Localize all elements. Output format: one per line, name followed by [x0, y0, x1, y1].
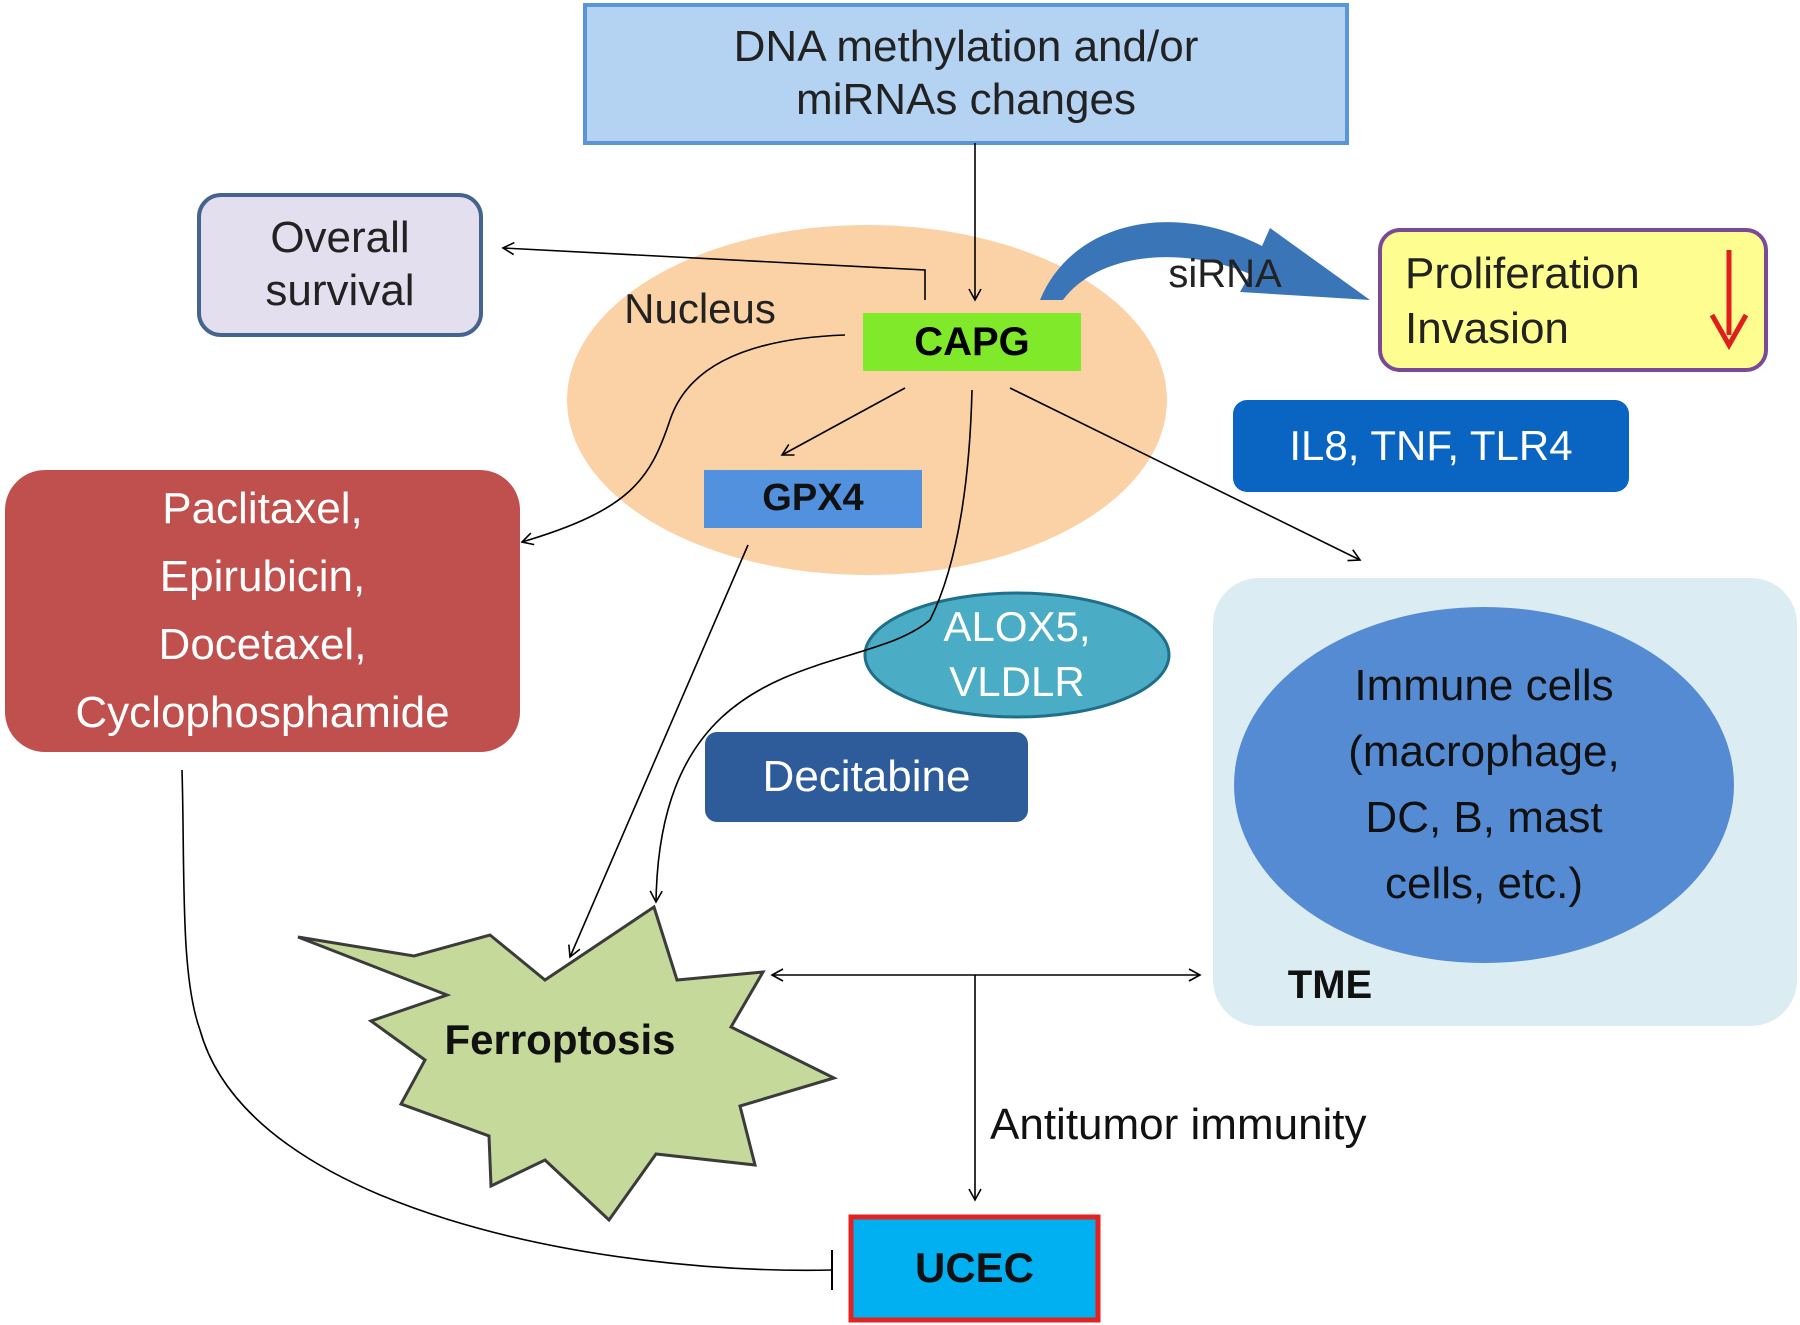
arrow-capg-to-gpx4 [780, 387, 906, 456]
methylation-line2: miRNAs changes [796, 75, 1136, 124]
nucleus-label: Nucleus [624, 284, 776, 332]
alox5-line2: VLDLR [949, 658, 1085, 705]
decitabine-label: Decitabine [762, 751, 971, 801]
il8-label: IL8, TNF, TLR4 [1289, 421, 1573, 469]
drugs-box [5, 470, 520, 752]
il8-box [1233, 400, 1629, 492]
methylation-line1: DNA methylation and/or [733, 22, 1199, 72]
immune-line4: cells, etc.) [1384, 859, 1584, 908]
gpx4-box [704, 470, 922, 528]
sirna-label: siRNA [1168, 252, 1282, 296]
alox5-line1: ALOX5, [943, 603, 1091, 651]
arrow-capg-to-tme [1009, 387, 1362, 562]
immune-line1: Immune cells [1354, 661, 1614, 710]
capg-box [863, 313, 1081, 371]
overall-survival-box [197, 193, 483, 337]
proliferation-box [1378, 228, 1768, 372]
alox5-ellipse [863, 591, 1171, 719]
immune-cells-label: Immune cells (macrophage, DC, B, mast ce… [1234, 640, 1734, 930]
inhibition-drugs-to-ucec [181, 769, 833, 1272]
survival-line2: survival [265, 266, 415, 315]
proliferation-line2: Invasion [1405, 303, 1569, 353]
antitumor-immunity-label: Antitumor immunity [990, 1099, 1367, 1149]
immune-cells-ellipse [1234, 607, 1734, 963]
methylation-box [583, 3, 1349, 145]
arrow-capg-to-survival [501, 241, 926, 300]
ferroptosis-star [297, 904, 839, 1223]
proliferation-label: Proliferation Invasion [1405, 238, 1705, 363]
ucec-label: UCEC [914, 1244, 1034, 1292]
arrow-capg-to-ferroptosis [649, 389, 973, 904]
gpx4-label: GPX4 [762, 477, 864, 520]
arrow-gpx4-to-ferroptosis [568, 544, 749, 959]
drug-paclitaxel: Paclitaxel, [162, 483, 363, 533]
arrow-capg-to-drugs [520, 334, 846, 546]
immune-line2: (macrophage, [1348, 727, 1620, 776]
drug-epirubicin: Epirubicin, [159, 551, 366, 601]
down-arrow-icon [1709, 313, 1749, 351]
sirna-curved-arrow [1040, 222, 1370, 300]
ucec-box [848, 1214, 1101, 1323]
drug-docetaxel: Docetaxel, [158, 620, 367, 669]
overall-survival-label: Overall survival [199, 195, 481, 335]
ferroptosis-label: Ferroptosis [444, 1015, 676, 1063]
survival-line1: Overall [270, 213, 410, 263]
methylation-label: DNA methylation and/or miRNAs changes [585, 5, 1347, 143]
immune-line3: DC, B, mast [1365, 793, 1603, 842]
proliferation-line1: Proliferation [1405, 248, 1640, 298]
decitabine-box [705, 732, 1028, 822]
alox5-label: ALOX5, VLDLR [865, 593, 1169, 717]
drugs-label: Paclitaxel, Epirubicin, Docetaxel, Cyclo… [5, 470, 520, 752]
tme-label: TME [1287, 963, 1373, 1007]
capg-label: CAPG [914, 320, 1030, 364]
drug-cyclophosphamide: Cyclophosphamide [75, 688, 450, 738]
